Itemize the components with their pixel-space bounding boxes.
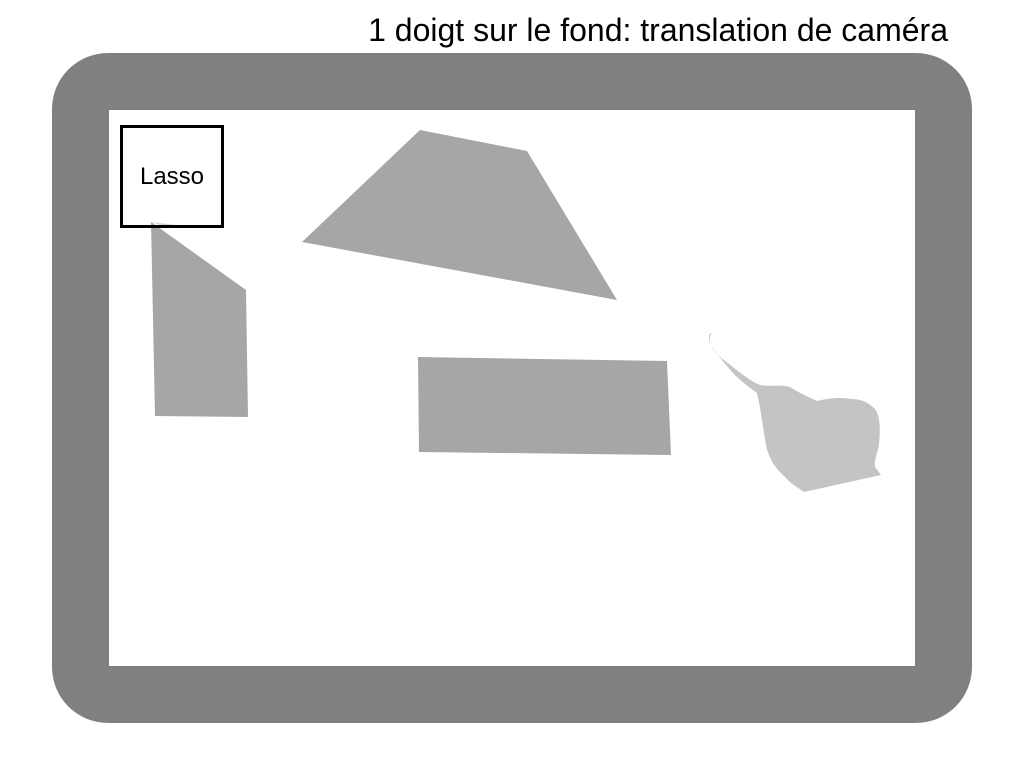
pointing-hand-icon [709,333,881,492]
tablet-frame: Lasso [52,53,972,723]
quad-shape-left[interactable] [151,222,248,417]
rectangle-shape-middle[interactable] [418,357,671,455]
lasso-label: Lasso [139,162,205,190]
quad-shape-top[interactable] [302,130,617,300]
canvas-scene[interactable] [109,110,915,666]
lasso-button[interactable]: Lasso [120,125,224,228]
tablet-screen[interactable]: Lasso [109,110,915,666]
gesture-caption: 1 doigt sur le fond: translation de camé… [368,12,948,48]
